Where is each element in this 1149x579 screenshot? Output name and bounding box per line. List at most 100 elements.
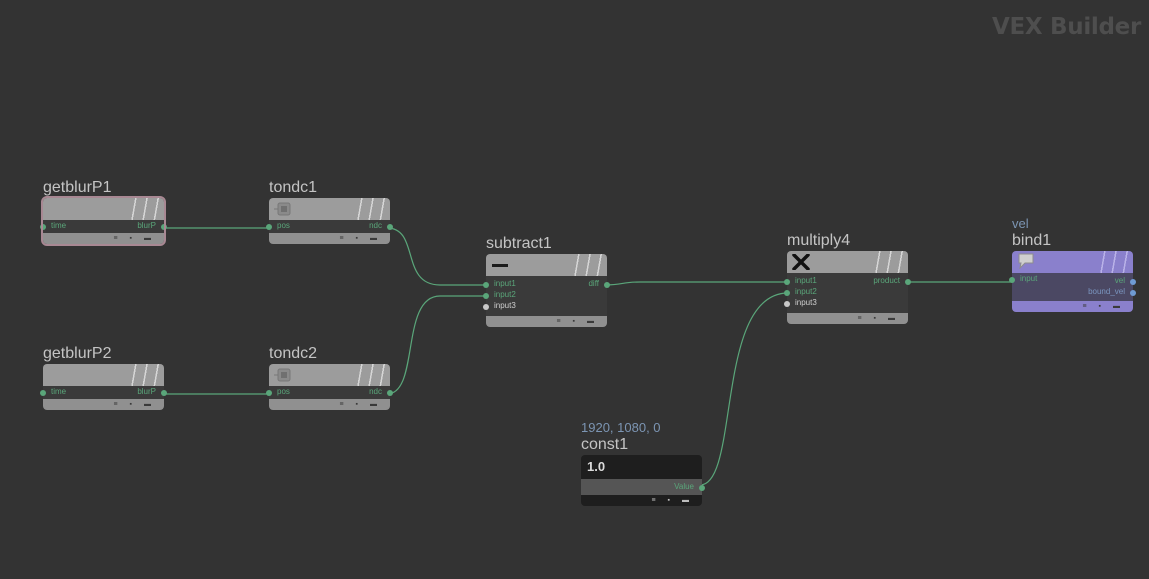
node-header[interactable]: 1.0 bbox=[581, 455, 702, 479]
node-header[interactable] bbox=[269, 198, 390, 220]
node-name: getblurP2 bbox=[43, 345, 112, 362]
node-header[interactable] bbox=[486, 254, 607, 276]
node-header[interactable] bbox=[787, 251, 908, 273]
footer-icons: ≡ ▪ ▬ bbox=[556, 318, 599, 325]
node-header[interactable] bbox=[43, 198, 164, 220]
camera-ndc-icon bbox=[274, 202, 291, 216]
node-body: Value bbox=[581, 479, 705, 495]
output-port-label: blurP bbox=[137, 387, 156, 396]
speech-bubble-icon bbox=[1018, 253, 1034, 269]
input-port-label: input3 bbox=[795, 298, 817, 307]
wire-const1-to-multiply4[interactable] bbox=[699, 292, 789, 486]
multiply-icon bbox=[792, 254, 810, 270]
wire-subtract1-to-multiply4[interactable] bbox=[603, 281, 788, 286]
input-port-label: input2 bbox=[494, 290, 516, 299]
output-connector[interactable] bbox=[387, 224, 393, 230]
node-getblurP1[interactable]: getblurP1 time blurP ≡ ▪ ▬ bbox=[40, 179, 167, 246]
input-port-label: input1 bbox=[494, 279, 516, 288]
node-body: input vel bound_vel bbox=[1009, 273, 1136, 301]
node-header[interactable] bbox=[43, 364, 164, 386]
node-footer: ≡ ▪ ▬ bbox=[43, 233, 164, 244]
input-connector[interactable] bbox=[266, 390, 272, 396]
node-bind1[interactable]: vel bind1 input vel bound_vel ≡ ▪ ▬ bbox=[1009, 216, 1136, 312]
wire-tondc2-to-subtract1[interactable] bbox=[386, 295, 487, 395]
node-comment: vel bbox=[1012, 216, 1029, 231]
input-port-label: input2 bbox=[795, 287, 817, 296]
constant-value-display: 1.0 bbox=[587, 459, 606, 474]
node-footer: ≡ ▪ ▬ bbox=[486, 316, 607, 327]
input-connector[interactable] bbox=[40, 224, 46, 230]
node-body: pos ndc bbox=[266, 220, 393, 233]
output-port-label: blurP bbox=[137, 221, 156, 230]
input-connector[interactable] bbox=[40, 390, 46, 396]
output-port-label: product bbox=[873, 276, 900, 285]
output-connector[interactable] bbox=[905, 279, 911, 285]
node-body: time blurP bbox=[40, 386, 167, 399]
input-port-label: time bbox=[51, 387, 67, 396]
node-getblurP2[interactable]: getblurP2 time blurP ≡ ▪ ▬ bbox=[40, 345, 167, 410]
camera-ndc-icon bbox=[274, 368, 291, 382]
output-port-label: Value bbox=[674, 482, 694, 491]
output-connector[interactable] bbox=[1130, 290, 1136, 296]
output-port-label: ndc bbox=[369, 387, 382, 396]
output-port-label: diff bbox=[588, 279, 599, 288]
output-connector[interactable] bbox=[161, 224, 167, 230]
input-connector[interactable] bbox=[1009, 277, 1015, 283]
output-port-label: bound_vel bbox=[1088, 287, 1125, 296]
footer-icons: ≡ ▪ ▬ bbox=[857, 315, 900, 322]
input-port-label: input3 bbox=[494, 301, 516, 310]
node-const1[interactable]: 1920, 1080, 0 const1 1.0 Value ≡ ▪ ▬ bbox=[581, 420, 705, 506]
node-name: tondc1 bbox=[269, 179, 318, 196]
node-name: multiply4 bbox=[787, 232, 851, 249]
input-connector[interactable] bbox=[784, 290, 790, 296]
footer-icons: ≡ ▪ ▬ bbox=[1082, 303, 1125, 310]
input-port-label: pos bbox=[277, 221, 290, 230]
input-port-label: input1 bbox=[795, 276, 817, 285]
input-connector[interactable] bbox=[266, 224, 272, 230]
wire-tondc1-to-subtract1[interactable] bbox=[386, 227, 487, 286]
output-connector[interactable] bbox=[387, 390, 393, 396]
node-body: input1 input2 input3 diff bbox=[483, 276, 610, 316]
footer-icons: ≡ ▪ ▬ bbox=[651, 497, 694, 504]
node-multiply4[interactable]: multiply4 input1 input2 input3 product ≡… bbox=[784, 232, 911, 324]
node-footer: ≡ ▪ ▬ bbox=[1012, 301, 1133, 312]
node-comment: 1920, 1080, 0 bbox=[581, 420, 661, 435]
node-name: getblurP1 bbox=[43, 179, 112, 196]
node-body: time blurP bbox=[40, 220, 167, 233]
output-connector[interactable] bbox=[161, 390, 167, 396]
node-header[interactable] bbox=[1012, 251, 1133, 273]
node-footer: ≡ ▪ ▬ bbox=[269, 233, 390, 244]
input-connector[interactable] bbox=[483, 293, 489, 299]
node-body: input1 input2 input3 product bbox=[784, 273, 911, 313]
input-port-label: pos bbox=[277, 387, 290, 396]
footer-icons: ≡ ▪ ▬ bbox=[113, 235, 156, 242]
output-connector[interactable] bbox=[699, 485, 705, 491]
output-port-label: ndc bbox=[369, 221, 382, 230]
input-connector[interactable] bbox=[483, 304, 489, 310]
node-subtract1[interactable]: subtract1 input1 input2 input3 diff ≡ ▪ … bbox=[483, 235, 610, 327]
node-footer: ≡ ▪ ▬ bbox=[581, 495, 702, 506]
input-port-label: input bbox=[1020, 274, 1038, 283]
footer-icons: ≡ ▪ ▬ bbox=[339, 401, 382, 408]
node-name: subtract1 bbox=[486, 235, 552, 252]
node-name: bind1 bbox=[1012, 232, 1052, 249]
node-name: const1 bbox=[581, 436, 629, 453]
footer-icons: ≡ ▪ ▬ bbox=[113, 401, 156, 408]
node-tondc1[interactable]: tondc1 pos ndc ≡ ▪ ▬ bbox=[266, 179, 393, 244]
node-tondc2[interactable]: tondc2 pos ndc ≡ ▪ ▬ bbox=[266, 345, 393, 410]
minus-icon bbox=[492, 264, 508, 267]
context-title: VEX Builder bbox=[991, 14, 1141, 40]
input-connector[interactable] bbox=[483, 282, 489, 288]
input-connector[interactable] bbox=[784, 279, 790, 285]
input-port-label: time bbox=[51, 221, 67, 230]
node-body: pos ndc bbox=[266, 386, 393, 399]
node-name: tondc2 bbox=[269, 345, 318, 362]
output-connector[interactable] bbox=[1130, 279, 1136, 285]
node-header[interactable] bbox=[269, 364, 390, 386]
node-footer: ≡ ▪ ▬ bbox=[43, 399, 164, 410]
node-footer: ≡ ▪ ▬ bbox=[787, 313, 908, 324]
node-footer: ≡ ▪ ▬ bbox=[269, 399, 390, 410]
footer-icons: ≡ ▪ ▬ bbox=[339, 235, 382, 242]
output-connector[interactable] bbox=[604, 282, 610, 288]
input-connector[interactable] bbox=[784, 301, 790, 307]
